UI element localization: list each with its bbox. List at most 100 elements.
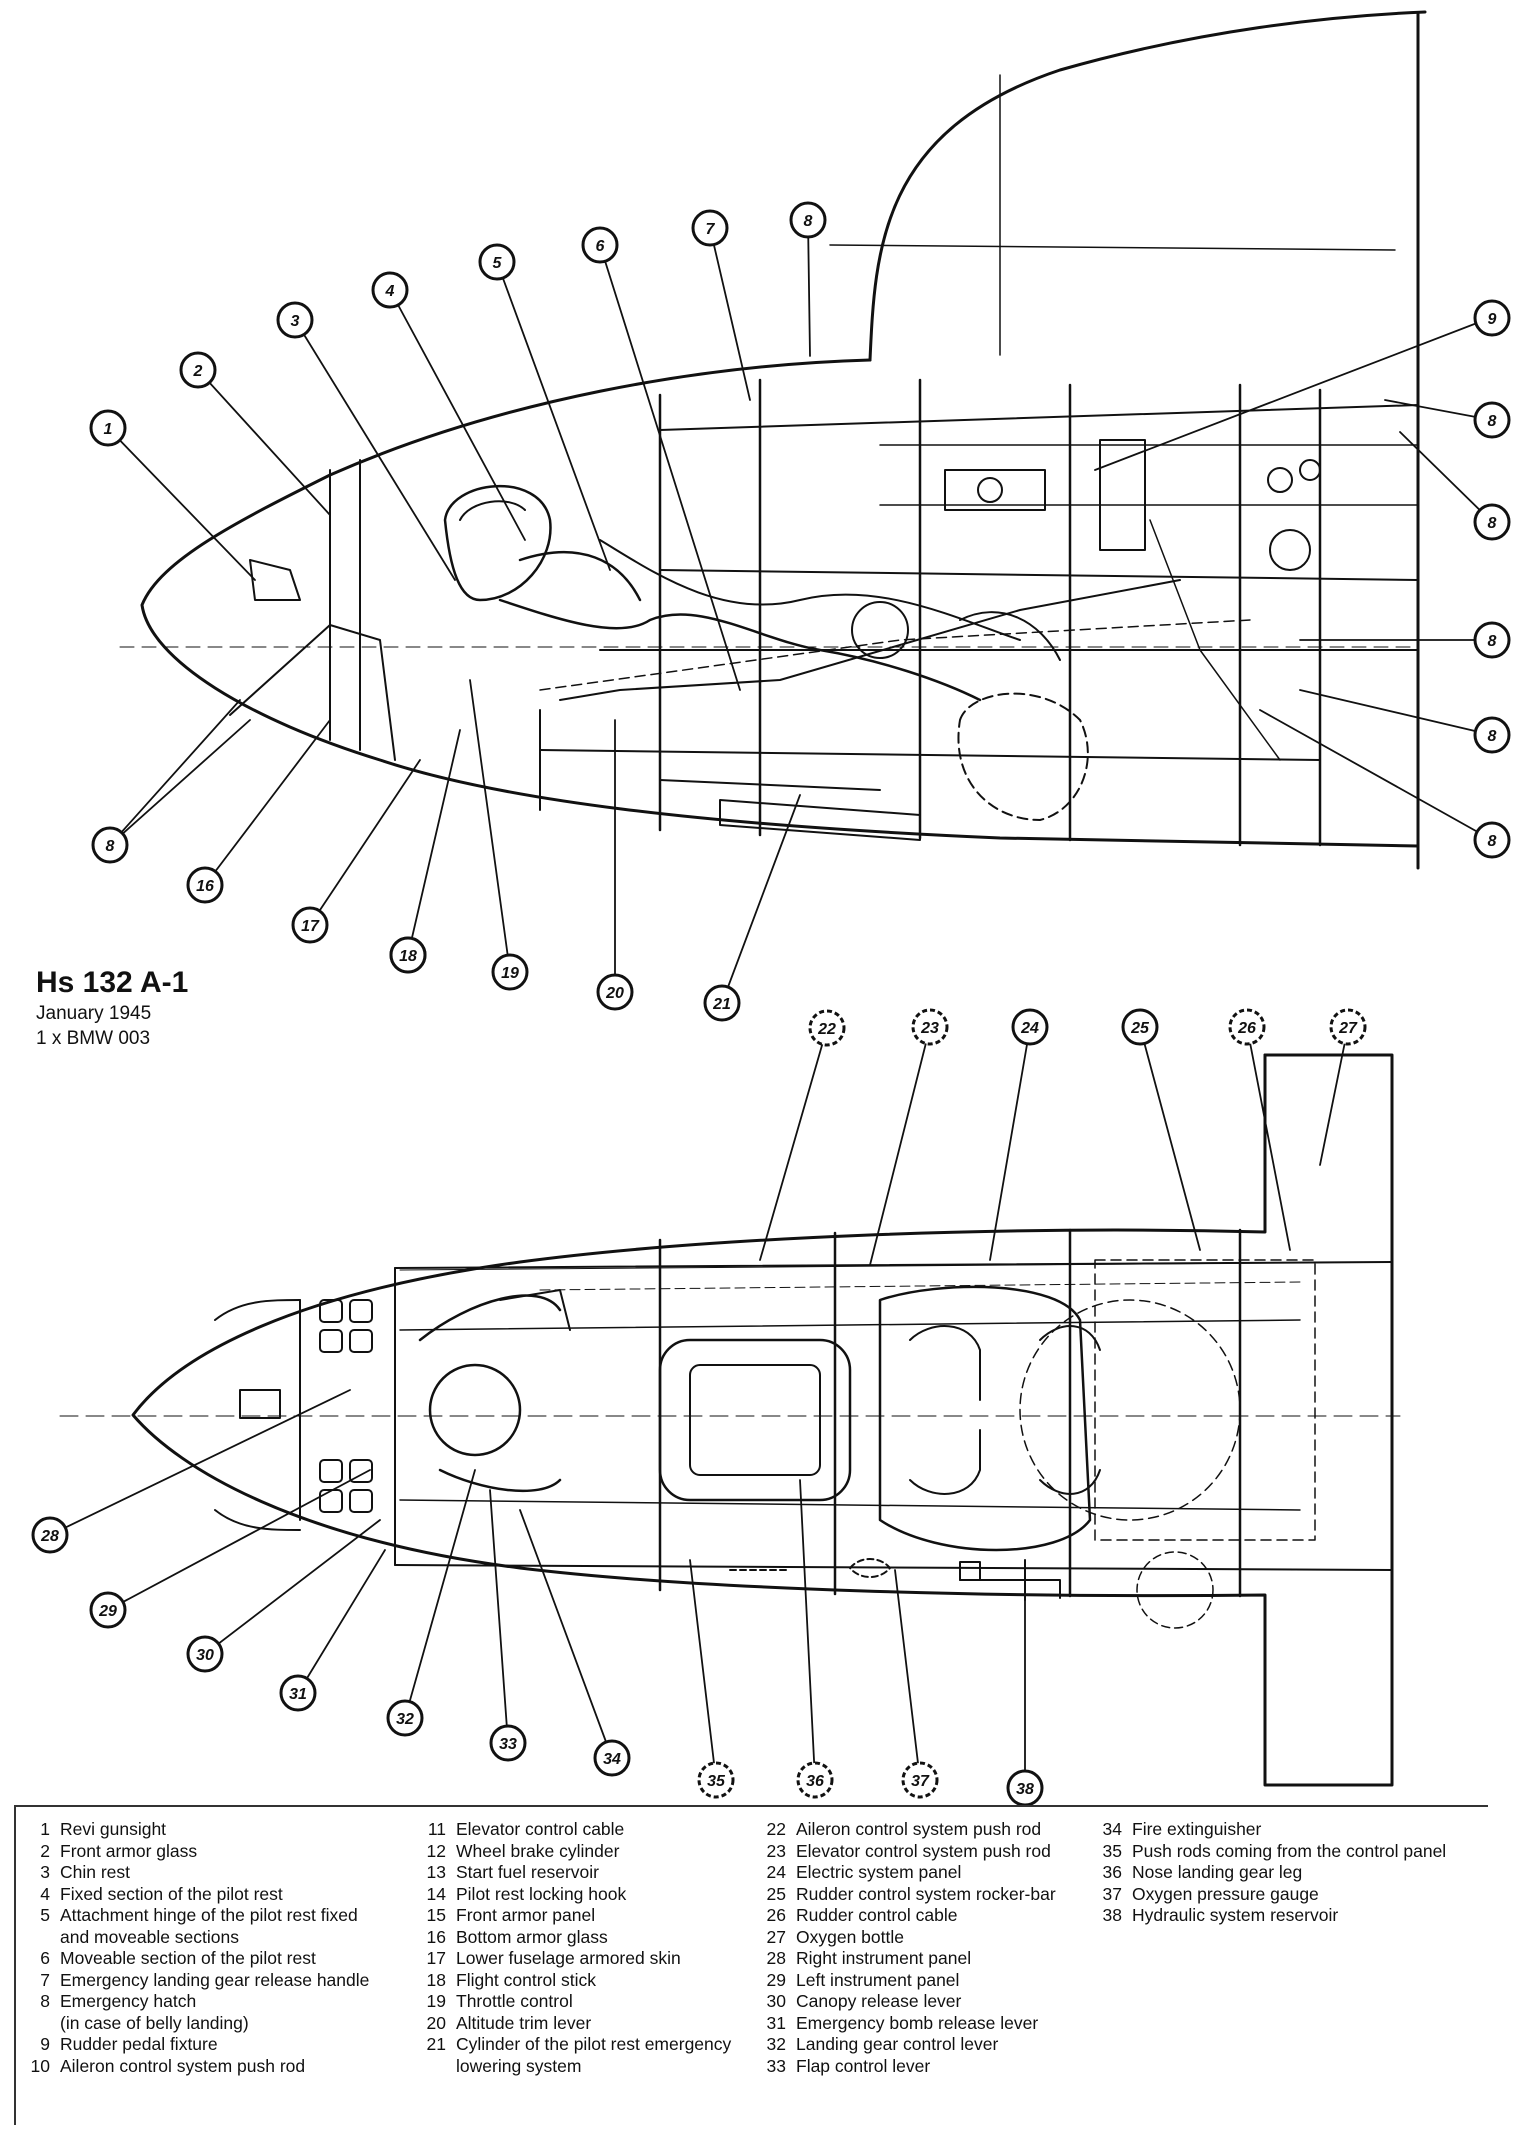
legend-label: Bottom armor glass [456,1926,608,1947]
legend-number: 2 [40,1840,50,1861]
callout-number: 28 [40,1528,59,1545]
callout-number: 17 [301,918,320,935]
legend-label: Front armor panel [456,1905,596,1925]
legend-label: Rudder control system rocker-bar [796,1883,1056,1904]
callout-marker: 38 [1006,1769,1044,1807]
legend-number: 28 [766,1948,786,1968]
legend-number: 6 [40,1948,50,1968]
callout-number: 21 [712,996,731,1013]
callout-marker: 30 [186,1635,224,1673]
callout-number: 33 [499,1736,517,1753]
callout-marker: 19 [491,953,529,991]
callout-marker: 3 [276,301,314,339]
callout-number: 20 [605,985,624,1002]
callout-marker: 25 [1121,1008,1159,1046]
callout-marker: 8 [1473,716,1511,754]
legend-number: 9 [40,2034,50,2054]
callout-marker: 6 [581,226,619,264]
legend-label: Wheel brake cylinder [456,1840,620,1861]
legend-number: 37 [1102,1883,1122,1904]
legend-label: Fire extinguisher [1132,1819,1262,1839]
legend-label: Push rods coming from the control panel [1132,1840,1447,1861]
legend-number: 27 [766,1926,786,1947]
legend-item: 18 Flight control stick [416,1970,731,1992]
callout-number: 35 [707,1773,726,1790]
legend-number: 8 [40,1991,50,2011]
drawing-date: January 1945 [36,1003,152,1024]
callout-number: 8 [1488,833,1497,850]
legend-label: Left instrument panel [796,1969,960,1990]
callout-marker: 4 [371,271,409,309]
callout-marker: 22 [808,1009,846,1047]
callout-number: 31 [289,1686,307,1703]
legend-number: 7 [40,1969,50,1990]
legend-number: 15 [426,1905,446,1925]
legend-item: 25 Rudder control system rocker-bar [758,1884,1056,1906]
callout-number: 24 [1020,1020,1039,1037]
callout-number: 4 [385,283,395,300]
callout-marker: 21 [703,984,741,1022]
callout-number: 5 [493,255,503,272]
legend-number: 18 [426,1969,446,1990]
legend-number: 31 [766,2012,786,2033]
legend-label: Front armor glass [60,1840,198,1861]
side-view-fuselage [119,10,1427,870]
legend-number: 20 [426,2012,446,2033]
legend-number: 13 [426,1862,446,1882]
callout-number: 8 [1488,633,1497,650]
legend-label: Fixed section of the pilot rest [60,1883,283,1904]
callout-number: 8 [1488,515,1497,532]
legend-label: Right instrument panel [796,1948,972,1968]
legend-label: Flight control stick [456,1969,597,1990]
callout-marker: 7 [691,209,729,247]
callout-marker: 37 [901,1761,939,1799]
legend-number: 11 [427,1819,446,1839]
callout-marker: 35 [697,1761,735,1799]
legend-label-continued: (in case of belly landing) [60,2012,249,2033]
legend-number: 35 [1102,1840,1122,1861]
callout-marker: 20 [596,973,634,1011]
legend-number: 3 [40,1862,50,1882]
legend-item: 15 Front armor panel [416,1905,731,1927]
callout-number: 29 [98,1603,117,1620]
legend-label: Emergency bomb release lever [796,2012,1039,2033]
legend-number: 5 [40,1905,50,1925]
callout-marker: 2 [179,351,217,389]
legend-number: 14 [426,1883,446,1904]
legend-label: Altitude trim lever [456,2012,592,2033]
callout-number: 25 [1130,1020,1150,1037]
legend-label: Elevator control cable [456,1819,625,1839]
callout-number: 3 [291,313,300,330]
callout-number: 18 [399,948,417,965]
legend-number: 25 [766,1883,786,1904]
legend-number: 38 [1102,1905,1122,1925]
callout-number: 27 [1338,1020,1358,1037]
callout-marker: 32 [386,1699,424,1737]
legend-label: Throttle control [456,1991,573,2011]
callout-marker: 8 [1473,621,1511,659]
legend-number: 24 [766,1862,786,1882]
callout-number: 8 [1488,413,1497,430]
legend-label: Electric system panel [796,1862,962,1882]
callout-marker: 23 [911,1008,949,1046]
callout-marker: 8 [1473,503,1511,541]
